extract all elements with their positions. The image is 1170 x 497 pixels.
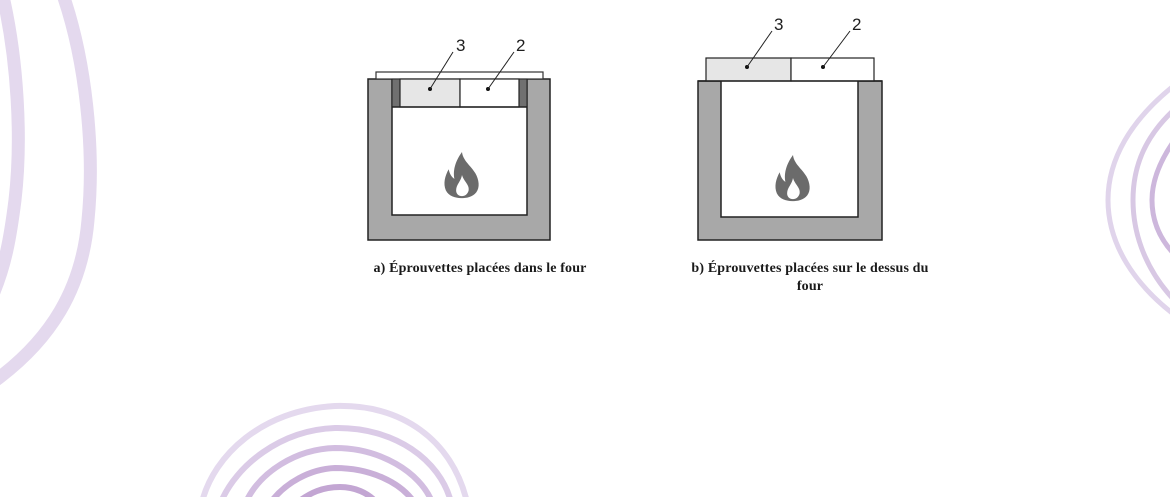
caption-panel-b: b) Éprouvettes placées sur le dessus du … xyxy=(640,260,980,296)
bottom-swirl-ring-4 xyxy=(271,464,414,497)
caption-b-line-2: four xyxy=(796,279,824,294)
specimen-2 xyxy=(459,78,520,108)
leader-line-2 xyxy=(822,30,851,68)
panel-b-furnace: 3 2 xyxy=(697,15,883,241)
caption-b-line-1: b) Éprouvettes placées sur le dessus du xyxy=(691,261,929,276)
specimen-3 xyxy=(399,78,461,108)
left-swirl-outer xyxy=(0,0,97,386)
seal-strip-right xyxy=(518,78,528,108)
bottom-swirl-ring-2 xyxy=(220,424,453,497)
leader-line-3 xyxy=(746,30,773,68)
seal-strip-left xyxy=(391,78,401,108)
label-specimen-3: 3 xyxy=(774,15,783,34)
label-specimen-2: 2 xyxy=(852,15,861,34)
flame-icon xyxy=(444,152,479,199)
label-specimen-3: 3 xyxy=(456,36,465,55)
right-swirl-ring-3 xyxy=(1149,142,1170,254)
right-swirl-ring-1 xyxy=(1105,85,1170,315)
specimen-2 xyxy=(790,57,875,82)
panel-a-furnace: 3 2 xyxy=(367,36,551,241)
bottom-swirl-ring-3 xyxy=(245,444,433,497)
label-specimen-2: 2 xyxy=(516,36,525,55)
caption-a-text: a) Éprouvettes placées dans le four xyxy=(373,261,587,276)
leader-line-2 xyxy=(487,51,515,90)
right-swirl-ring-2 xyxy=(1130,110,1170,300)
flame-icon xyxy=(775,155,810,202)
bottom-swirl-ring-1 xyxy=(200,402,469,497)
leader-line-3 xyxy=(429,51,454,90)
caption-panel-a: a) Éprouvettes placées dans le four xyxy=(330,260,630,278)
cover-plate xyxy=(375,71,544,80)
left-swirl-inner xyxy=(0,0,25,295)
bottom-swirl-ring-5 xyxy=(299,483,376,497)
specimen-3 xyxy=(705,57,792,82)
